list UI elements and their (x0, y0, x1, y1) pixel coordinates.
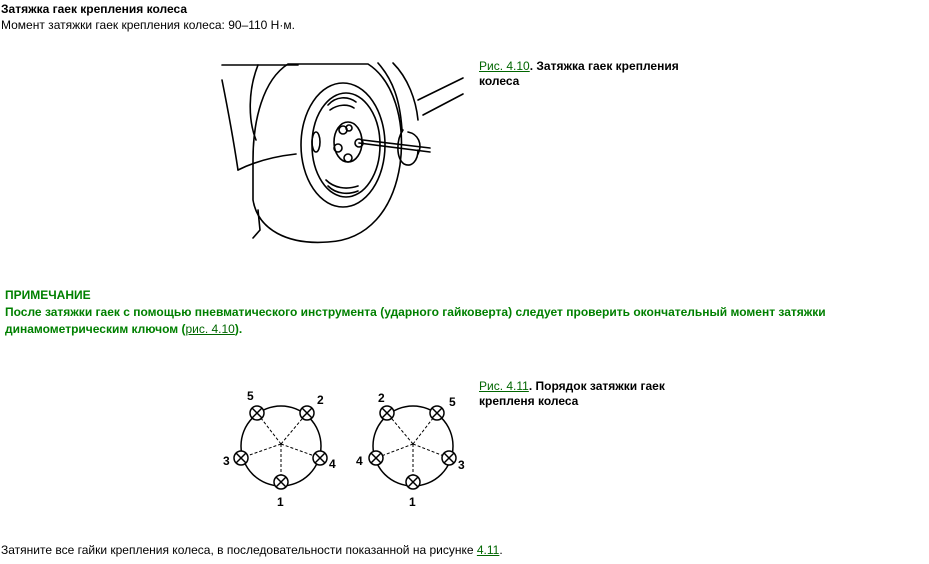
figure-4-10-caption-text: . Затяжка гаек крепления колеса (479, 59, 679, 88)
figure-4-10-caption: Рис. 4.10. Затяжка гаек крепления колеса (479, 59, 699, 89)
figure-4-11-caption-text: . Порядок затяжки гаек крепленя колеса (479, 379, 665, 408)
right-label-a: 2 (378, 391, 385, 405)
note-heading: ПРИМЕЧАНИЕ (5, 288, 91, 302)
final-instruction-end: . (499, 543, 503, 557)
section-title: Затяжка гаек крепления колеса (1, 2, 187, 16)
torque-spec-text: Момент затяжки гаек крепления колеса: 90… (1, 18, 295, 32)
note-text-before: После затяжки гаек с помощью пневматичес… (5, 305, 826, 336)
left-label-c: 3 (223, 454, 230, 468)
note-block: ПРИМЕЧАНИЕ После затяжки гаек с помощью … (5, 287, 925, 338)
right-label-e: 1 (409, 495, 416, 509)
note-figure-link[interactable]: рис. 4.10 (185, 322, 235, 336)
right-label-b: 5 (449, 395, 456, 409)
wheel-nut-tightening-illustration (221, 62, 464, 244)
tightening-order-diagram-left: 5 2 3 4 1 (223, 389, 336, 509)
nut-icon (368, 405, 457, 490)
figure-4-11-caption: Рис. 4.11. Порядок затяжки гаек крепленя… (479, 379, 689, 409)
right-label-c: 4 (356, 454, 363, 468)
right-label-d: 3 (458, 458, 465, 472)
figure-4-10-link[interactable]: Рис. 4.10 (479, 59, 530, 73)
left-label-a: 5 (247, 389, 254, 403)
note-text-after: ). (234, 322, 243, 336)
left-label-b: 2 (317, 393, 324, 407)
figure-4-11-link[interactable]: Рис. 4.11 (479, 379, 529, 393)
note-text: После затяжки гаек с помощью пневматичес… (5, 304, 925, 338)
left-label-d: 4 (329, 457, 336, 471)
final-figure-link[interactable]: 4.11 (476, 543, 500, 557)
left-label-e: 1 (277, 495, 284, 509)
tightening-order-diagram-right: 2 5 4 3 1 (356, 391, 465, 509)
final-instruction-text: Затяните все гайки крепления колеса, в п… (1, 543, 477, 557)
final-instruction: Затяните все гайки крепления колеса, в п… (1, 543, 503, 557)
nut-icon (233, 405, 328, 490)
